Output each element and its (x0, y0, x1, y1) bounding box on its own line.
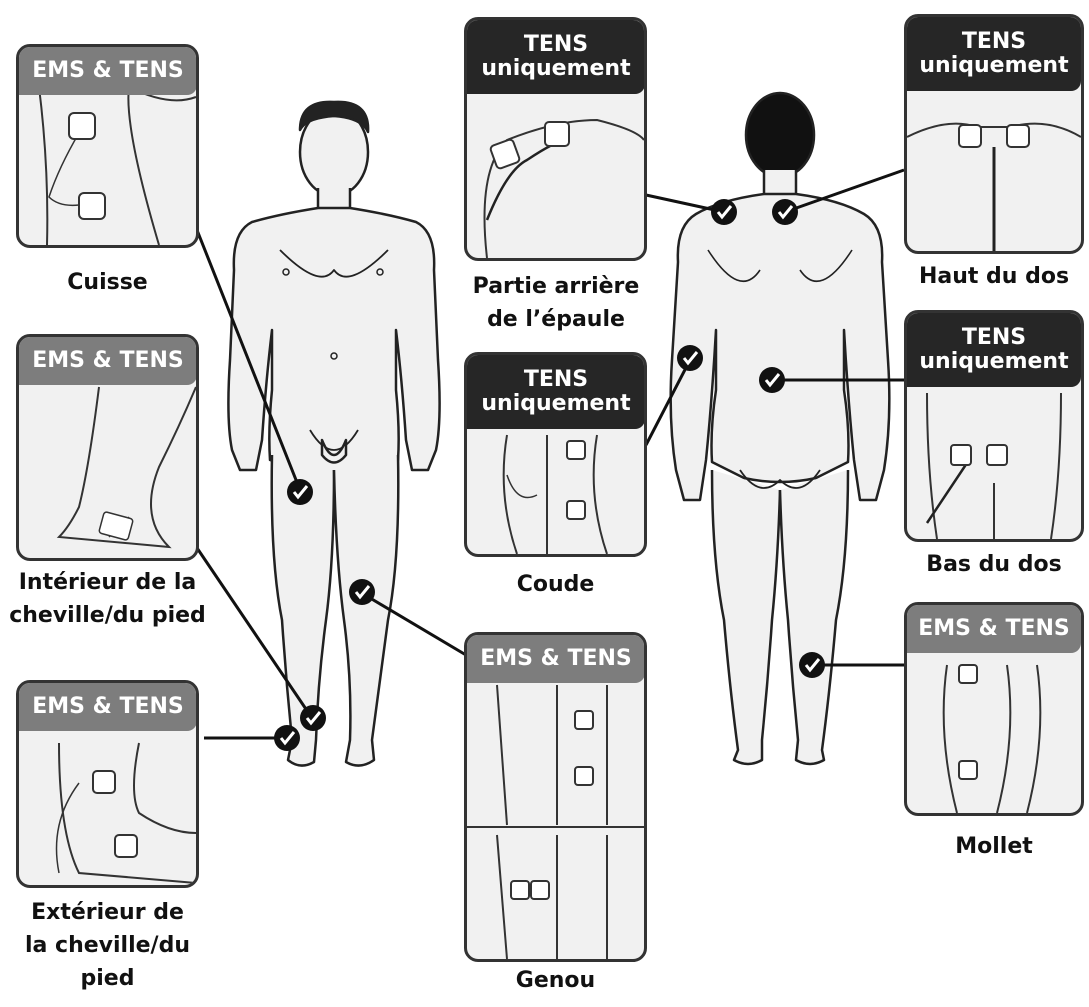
label-line: Intérieur de la (18, 570, 197, 595)
checkmark-circle-icon (799, 652, 825, 678)
checkmark-circle-icon (759, 367, 785, 393)
panel-label-mollet: Mollet (955, 834, 1033, 859)
knee-illustration (467, 684, 644, 959)
panel-coude: TENS uniquement (464, 352, 647, 557)
header-line: uniquement (481, 56, 631, 81)
panel-header-ems-tens: EMS & TENS (19, 337, 196, 385)
checkmark-circle-icon (300, 705, 326, 731)
panel-bas-dos: TENS uniquement (904, 310, 1084, 542)
label-line: de l’épaule (487, 307, 625, 332)
header-line: TENS (523, 31, 589, 57)
panel-header-ems-tens: EMS & TENS (19, 683, 196, 731)
panel-header-tens-uniquement: TENS uniquement (907, 313, 1081, 387)
checkmark-circle-icon (287, 479, 313, 505)
panel-label-bas-dos: Bas du dos (926, 552, 1062, 577)
back-body-figure (669, 91, 891, 766)
upper-back-illustration (907, 122, 1081, 251)
panel-label-interieur: Intérieur de la cheville/du pied (0, 566, 215, 632)
header-line: uniquement (481, 391, 631, 416)
checkmark-circle-icon (349, 579, 375, 605)
panel-header-tens-uniquement: TENS uniquement (907, 17, 1081, 91)
front-body-figure (227, 100, 441, 767)
panel-header-ems-tens: EMS & TENS (467, 635, 644, 683)
checkmark-circle-icon (274, 725, 300, 751)
checkmark-circle-icon (772, 199, 798, 225)
panel-haut-dos: TENS uniquement (904, 14, 1084, 254)
panel-label-haut-dos: Haut du dos (918, 264, 1070, 289)
lower-back-illustration (925, 392, 1062, 539)
panel-label-coude: Coude (516, 572, 595, 597)
panel-label-cuisse: Cuisse (67, 270, 148, 295)
shoulder-illustration (483, 118, 644, 258)
elbow-illustration (502, 434, 608, 554)
header-line: TENS (523, 366, 589, 392)
thigh-illustration (38, 86, 196, 245)
panel-header-tens-uniquement: TENS uniquement (467, 355, 644, 429)
panel-mollet: EMS & TENS (904, 602, 1084, 816)
outer-ankle-illustration (55, 742, 196, 884)
checkmark-circle-icon (711, 199, 737, 225)
calf-illustration (942, 664, 1042, 813)
panel-epaule: TENS uniquement (464, 17, 647, 261)
panel-label-epaule: Partie arrière de l’épaule (456, 270, 656, 336)
panel-cuisse: EMS & TENS (16, 44, 199, 248)
header-line: TENS (961, 324, 1027, 350)
panel-interieur-cheville: EMS & TENS (16, 334, 199, 561)
panel-header-ems-tens: EMS & TENS (907, 605, 1081, 653)
panel-genou: EMS & TENS (464, 632, 647, 962)
label-line: la cheville/du (25, 933, 190, 958)
connector-lines (193, 168, 905, 740)
panel-header-tens-uniquement: TENS uniquement (467, 20, 644, 94)
label-line: Partie arrière (472, 274, 640, 299)
label-line: Extérieur de (31, 900, 184, 925)
panel-header-ems-tens: EMS & TENS (19, 47, 196, 95)
inner-ankle-illustration (56, 386, 196, 549)
header-line: uniquement (919, 349, 1069, 374)
header-line: TENS (961, 28, 1027, 54)
placement-markers (274, 199, 825, 751)
checkmark-circle-icon (677, 345, 703, 371)
panel-label-exterieur: Extérieur de la cheville/du pied (16, 896, 199, 995)
panel-label-genou: Genou (515, 968, 596, 993)
label-line: pied (80, 966, 135, 991)
header-line: uniquement (919, 53, 1069, 78)
panel-exterieur-cheville: EMS & TENS (16, 680, 199, 888)
label-line: cheville/du pied (9, 603, 206, 628)
